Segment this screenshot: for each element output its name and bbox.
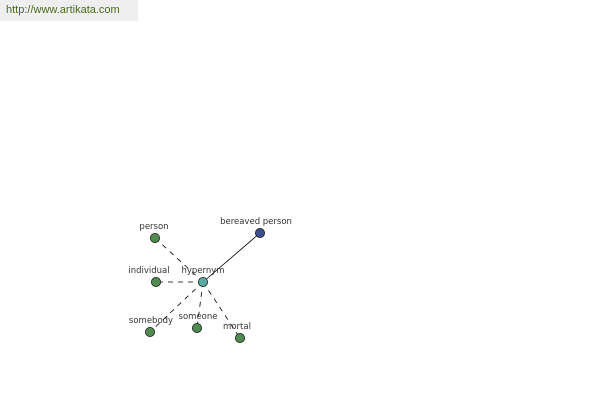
label-individual[interactable]: individual [128,266,169,276]
edge-somebody [149,281,204,333]
node-hypernym[interactable] [197,276,208,287]
label-someone[interactable]: someone [179,312,218,322]
graph-labels: hypernym bereaved person person individual s… [128,217,292,332]
node-person[interactable] [149,232,160,243]
node-somebody[interactable] [144,326,155,337]
graph-nodes [144,227,265,343]
label-hypernym[interactable]: hypernym [181,266,224,276]
edge-mortal [202,281,241,339]
edge-person [154,237,204,283]
label-person[interactable]: person [139,222,168,232]
node-bereaved-person[interactable] [254,227,265,238]
label-bereaved-person[interactable]: bereaved person [220,217,292,227]
label-somebody[interactable]: somebody [129,316,173,326]
label-mortal[interactable]: mortal [223,322,251,332]
edge-bereaved-person [202,232,261,283]
node-mortal[interactable] [234,332,245,343]
graph-edges [149,232,261,339]
node-someone[interactable] [191,322,202,333]
node-individual[interactable] [150,276,161,287]
site-url-link[interactable]: http://www.artikata.com [6,4,120,16]
url-banner: http://www.artikata.com [0,0,138,21]
edge-someone [196,281,204,329]
